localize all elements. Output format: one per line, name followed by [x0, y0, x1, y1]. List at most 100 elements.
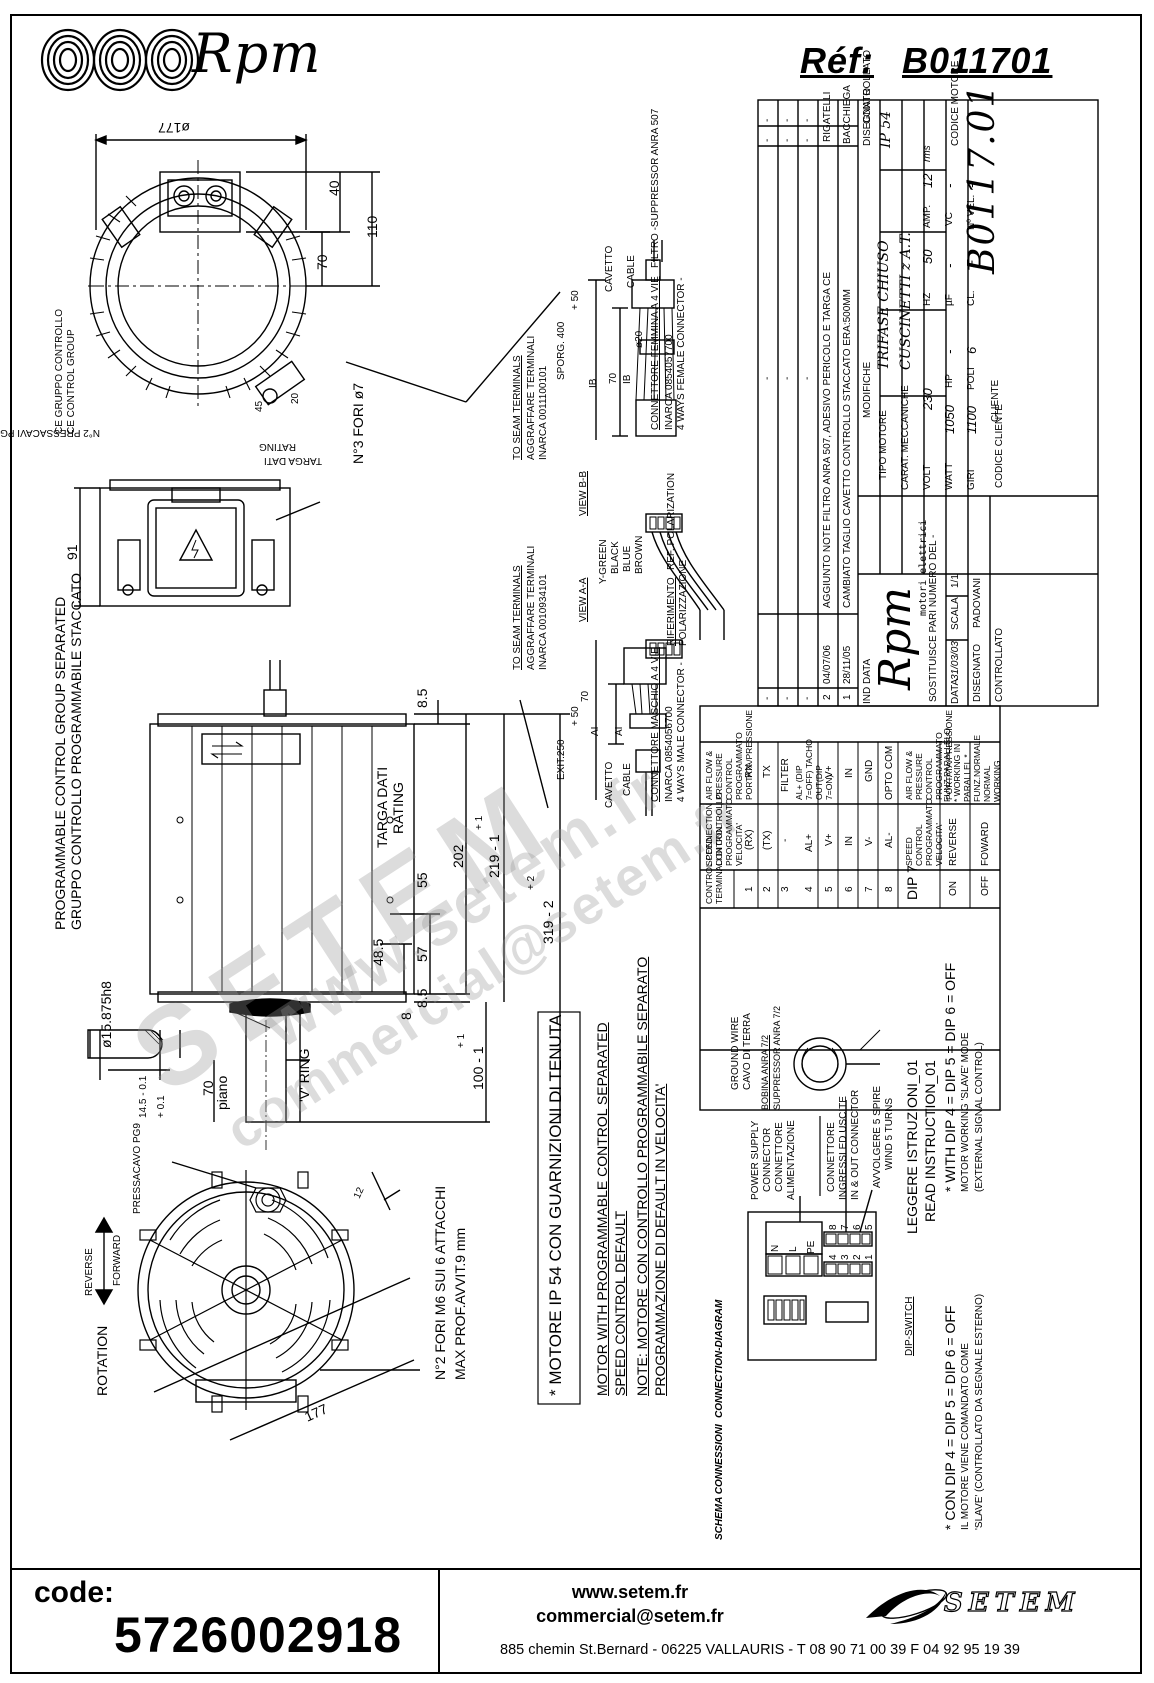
mod-row-1-by: -	[762, 138, 773, 142]
table-row-8-air: OPTO COM	[884, 745, 895, 800]
female-connector-2: INARCA 0854057700	[664, 334, 675, 430]
ib-label-1: IB	[588, 378, 599, 388]
dip-note-5: MOTOR WORKING 'SLAVE' MODE	[960, 1032, 971, 1192]
table-row-3-n: 3	[780, 886, 791, 892]
dim-100: 100 - 1	[470, 1046, 486, 1090]
email-link[interactable]: commercial@setem.fr	[536, 1606, 724, 1626]
table-row-1-speed: (RX)	[744, 829, 755, 850]
hp-label: HP	[944, 374, 955, 388]
holes-note: N°3 FORI ø7	[350, 382, 366, 464]
code-box: code: 5726002918	[12, 1568, 440, 1672]
note-1: MOTOR WITH PROGRAMMABLE CONTROL SEPARATE…	[594, 1022, 610, 1396]
dip-note-1: * CON DIP 4 = DIP 5 = DIP 6 = OFF	[942, 1305, 958, 1530]
website-link[interactable]: www.setem.fr	[571, 1582, 689, 1602]
rpm-coil-logo	[40, 28, 200, 92]
mod-row-3-by: -	[802, 138, 813, 142]
vring-label: 'V' RING	[296, 1048, 312, 1102]
table-hdr-speed: SPEED CONTROL PROGRAMMATO VELOCITA'	[704, 798, 744, 866]
mod-row-4-by: RIGATELLI	[822, 91, 833, 142]
wire-brown: BROWN	[634, 535, 645, 574]
terminal-n: N	[770, 1244, 781, 1252]
scheme-title-en: CONNECTION-DIAGRAM	[714, 1299, 725, 1418]
uf-value: -	[942, 263, 957, 268]
dim-202: 202	[450, 844, 466, 868]
giri-label: GIRI	[966, 469, 977, 490]
ref-label: Réf:	[800, 40, 874, 81]
pressacavi-note: N°2 PRESSACAVI PG9 'GEWISS'	[0, 427, 100, 438]
table-row-1-n: 1	[744, 886, 755, 892]
poli-value: 6	[964, 346, 979, 354]
mod-row-2-by: -	[782, 138, 793, 142]
hdr-modifiche: MODIFICHE	[862, 361, 873, 418]
terminal-pe: PE	[806, 1240, 817, 1254]
table-row-5-air: V+	[824, 765, 835, 778]
dim-20-cable: ø20	[634, 330, 645, 348]
dim-8-5-top: 8.5	[414, 688, 430, 708]
ce-group-label: CE GRUPPO CONTROLLO	[54, 308, 65, 434]
dip-note-2: IL MOTORE VIENE COMANDATO COME	[960, 1343, 971, 1530]
contact-block: www.setem.fr commercial@setem.fr	[480, 1580, 780, 1628]
al-label-2: AI	[614, 726, 625, 736]
terminal-l: L	[788, 1246, 799, 1252]
mod-row-4-date: 04/07/06	[822, 645, 833, 684]
front-holes-note: N°2 FORI M6 SUI 6 ATTACCHI	[432, 1185, 448, 1380]
ce-group-label-en: CE CONTROL GROUP	[66, 329, 77, 434]
polarization-ref-2: POLARIZZAZIONE	[678, 559, 689, 646]
ground-wire-it: CAVO DI TERRA	[742, 1013, 753, 1090]
exit-tol: + 50	[570, 706, 581, 726]
front-depth-note: MAX PROF.AVVIT.9 mm	[452, 1227, 468, 1380]
wind-turns-en: WIND 5 TURNS	[884, 1097, 895, 1170]
ip54-note: * MOTORE IP 54 CON GUARNIZIONI DI TENUTA	[546, 1014, 565, 1396]
terminal-2: 2	[852, 1254, 863, 1260]
ip-rating: IP 54	[878, 110, 894, 148]
dim-45: 45	[254, 400, 265, 412]
dim-8-5-bottom: 8.5	[414, 988, 430, 1008]
power-supply-2: CONNECTOR	[762, 1127, 773, 1192]
footer-bar	[12, 1568, 1140, 1674]
table-row-7-n: 7	[864, 886, 875, 892]
code-label: code:	[34, 1576, 115, 1609]
wind-turns-it: AVVOLGERE 5 SPIRE	[872, 1085, 883, 1188]
sporg-label: SPORG. 400	[556, 321, 567, 380]
male-connector-3: 4 WAYS MALE CONNECTOR -	[676, 662, 687, 802]
mod-row-1-date: -	[762, 696, 773, 700]
mod-row-5-date: 28/11/05	[842, 645, 853, 684]
codice-motore: B0117.01	[962, 82, 1003, 274]
mod-row-5-by: BACCHIEGA	[842, 85, 853, 144]
codice-cliente-label: CODICE CLIENTE	[994, 404, 1005, 488]
table-row-7-air: GND	[864, 759, 875, 782]
dim-70-cable: 70	[608, 372, 619, 384]
note-3: NOTE: MOTORE CON CONTROLLO PROGRAMMABILE…	[634, 956, 650, 1396]
male-connector-2: INARCA 0854056700	[664, 706, 675, 802]
dip-speed-hdr: SPEED CONTROL PROGRAMMATO VELOCITA'	[904, 798, 944, 866]
dim-14-5-plus: + 0.1	[156, 1095, 167, 1118]
reverse-label: REVERSE	[84, 1248, 95, 1296]
tipo-motore: TRIFASE CHIUSO	[876, 240, 892, 370]
hz-value: 50	[920, 249, 935, 264]
carat-label: CARAT. MECCANICHE	[900, 385, 911, 490]
dip-note-3: 'SLAVE' (CONTROLLATO DA SEGNALE ESTERNO)	[974, 1293, 985, 1530]
shaft-diameter: ø15.875h8	[98, 981, 114, 1048]
mod-row-2-date: -	[782, 696, 793, 700]
scala-value: 1/1	[950, 574, 961, 588]
prog-control-it: GRUPPO CONTROLLO PROGRAMMABILE STACCATO	[68, 572, 84, 930]
data-value: 31/03/03	[950, 641, 961, 680]
cable-top: CABLE	[626, 255, 637, 288]
table-row-4-n: 4	[804, 886, 815, 892]
suppressor-it: BOBINA ANRA 7/2	[760, 1034, 770, 1110]
dip-on: ON	[948, 881, 959, 896]
dim-91: 91	[64, 544, 80, 560]
wire-ygreen: Y-GREEN	[598, 539, 609, 584]
dim-20: 20	[290, 392, 301, 404]
in-out-3: IN & OUT CONNECTOR	[850, 1089, 861, 1200]
dim-219: 219 - 1	[486, 834, 502, 878]
table-row-8-speed: AL-	[884, 832, 895, 848]
volt-value: 230	[920, 388, 935, 410]
piano-label: piano	[214, 1075, 230, 1110]
in-out-1: CONNETTORE	[826, 1122, 837, 1192]
seam-terminals-1b: AGGRAFFARE TERMINALI	[526, 335, 537, 460]
reference-number: Réf:B011701	[800, 40, 1052, 82]
sostituisce-label: SOSTITUISCE PARI NUMERO DEL	[928, 540, 939, 702]
drawing-sheet	[10, 14, 1142, 1674]
table-row-3-speed: -	[780, 838, 791, 842]
